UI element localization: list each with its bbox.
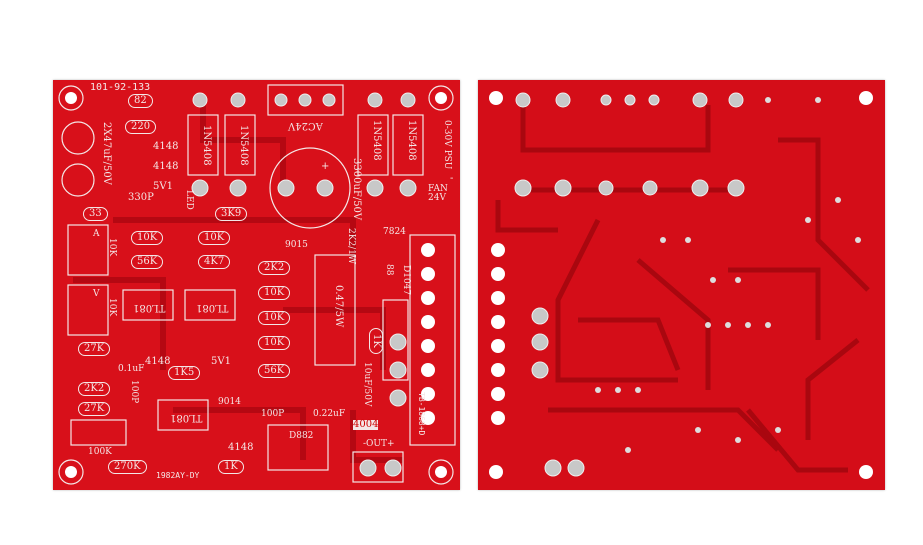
pot-label: 10K: [107, 238, 117, 257]
rectifier-label: 1N5408: [406, 120, 417, 161]
resistor-label: 10K: [258, 286, 291, 300]
resistor-label: 2K2: [78, 382, 111, 396]
resistor-label: 10K: [258, 311, 291, 325]
ac-input-label: AC24V: [288, 120, 323, 131]
pot-mark: V: [93, 289, 100, 299]
transistor-label: D1047: [401, 265, 411, 296]
minus-mark: -: [450, 173, 454, 184]
pot-label: 100K: [88, 447, 112, 457]
capacitor-label: 100P: [129, 380, 139, 404]
diode-label: 5V1: [211, 356, 231, 367]
resistor-label: 3K9: [215, 207, 248, 221]
output-label: -OUT+: [363, 439, 395, 449]
resistor-label: 10K: [258, 336, 291, 350]
capacitor-label: 330P: [128, 192, 154, 203]
pcb-solder-side: [478, 80, 885, 490]
resistor-label: 270K: [108, 460, 147, 474]
diode-label: 4148: [153, 141, 179, 152]
diode-label: 4148: [153, 161, 179, 172]
resistor-label: 220: [125, 120, 157, 134]
resistor-label: 33: [83, 207, 108, 221]
diode-label: 4004: [353, 419, 379, 430]
board-id: 101-92-133: [90, 82, 151, 93]
segment-mark: 88: [384, 264, 394, 276]
ic-label: TL081: [170, 412, 203, 423]
pcb-component-side: 101-92-133 1982AY-DY 82 220 33 10K 56K 1…: [53, 80, 460, 490]
pcb-traces-left: [58, 84, 456, 485]
capacitor-label: 0.22uF: [313, 409, 346, 419]
terminal-label: TB-1868+D: [417, 392, 426, 436]
power-resistor-label: 0.47/5W: [333, 285, 344, 328]
capacitor-label: 100P: [261, 409, 285, 419]
diode-label: 5V1: [153, 181, 173, 192]
capacitor-label: 3300uF/50V: [351, 158, 362, 221]
resistor-1w-label: 2K2/1W: [346, 228, 356, 265]
rectifier-label: 1N5408: [371, 120, 382, 161]
pot-label: 10K: [107, 298, 117, 317]
capacitor-label: 10uF/50V: [362, 362, 372, 407]
ic-label: TL081: [196, 302, 229, 313]
resistor-label: 1K: [369, 328, 383, 354]
resistor-label: 10K: [131, 231, 164, 245]
rectifier-label: 1N5408: [238, 125, 249, 166]
led-label: LED: [184, 190, 194, 210]
resistor-label: 56K: [131, 255, 164, 269]
transistor-label: D882: [289, 431, 314, 441]
resistor-label: 27K: [78, 342, 111, 356]
fan-label: FAN 24V: [428, 184, 448, 203]
resistor-label: 4K7: [198, 255, 231, 269]
transistor-label: 7824: [383, 227, 406, 237]
resistor-label: 27K: [78, 402, 111, 416]
resistor-label: 2K2: [258, 261, 291, 275]
transistor-label: 9014: [218, 397, 241, 407]
resistor-label: 1K: [218, 460, 244, 474]
capacitor-label: 2X47uF/50V: [101, 122, 112, 185]
resistor-label: 56K: [258, 364, 291, 378]
diode-label: 4148: [228, 442, 254, 453]
rectifier-label: 1N5408: [201, 125, 212, 166]
resistor-label: 1K5: [168, 366, 201, 380]
pot-mark: A: [93, 229, 100, 239]
footer-code: 1982AY-DY: [156, 471, 200, 480]
resistor-label: 82: [128, 94, 153, 108]
plus-mark: +: [321, 161, 330, 172]
transistor-label: 9015: [285, 240, 308, 250]
diode-label: 4148: [145, 356, 171, 367]
resistor-label: 10K: [198, 231, 231, 245]
ic-label: TL081: [133, 302, 166, 313]
pcb-traces-right: [489, 91, 873, 479]
capacitor-label: 0.1uF: [118, 364, 145, 374]
